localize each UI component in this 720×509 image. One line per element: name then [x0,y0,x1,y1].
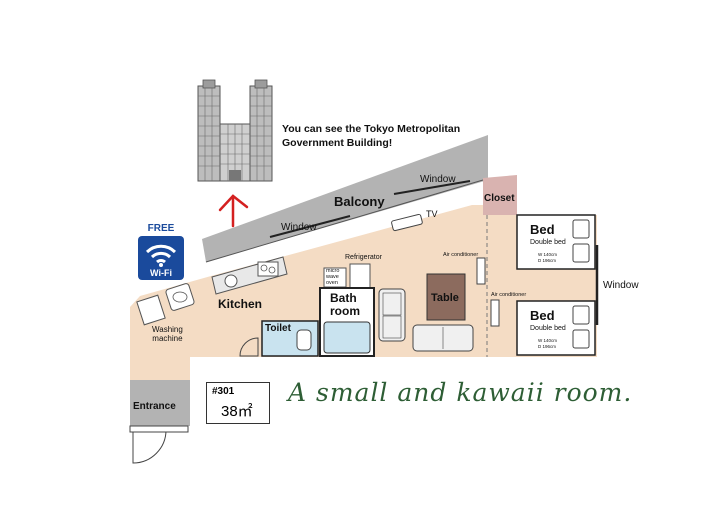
washing-machine [136,294,166,326]
tokyo-building-icon [197,79,273,182]
kitchen-label: Kitchen [218,297,263,311]
tv-label: TV [426,209,438,219]
window-left-label: Window [281,222,317,233]
caption-line-1: You can see the Tokyo Metropolitan [282,123,461,135]
washing-machine-label: Washing machine [152,325,183,343]
toilet-label: Toilet [265,323,291,334]
table-label: Table [431,292,459,304]
bed-1-dim-2: D 196cm [538,258,557,263]
wifi-icon [145,244,177,267]
table [426,273,466,321]
bed-2-dim-1: W 140cm [538,338,558,343]
window-top-line [393,180,471,195]
entrance-floor [130,380,190,426]
toilet-icon [296,329,312,351]
bed-2-title: Bed [530,308,555,323]
bathtub [323,321,371,354]
bed-2 [516,300,596,356]
bed-1-title: Bed [530,222,555,237]
bathroom-label: Bath room [330,291,360,318]
wifi-free-text: FREE [147,223,175,234]
red-arrow-icon [218,194,249,228]
balcony [202,135,488,262]
unit-number: #301 [212,386,235,397]
balcony-label: Balcony [334,194,385,209]
unit-info-box: #301 38㎡ [206,382,270,424]
wifi-label: Wi-Fi [150,268,172,278]
bed-2-dim-2: D 196cm [538,344,557,349]
sofa-vertical [378,288,406,342]
kitchen-counter [211,256,288,295]
window-top-label: Window [420,174,456,185]
refrigerator [349,263,371,289]
refrigerator-label: Refrigerator [345,254,382,261]
air-conditioner-2-label: Air conditioner [491,292,527,298]
sofa-horizontal [412,324,474,352]
slogan: A small and kawaii room. [288,378,633,407]
window-left-line [269,215,351,238]
unit-area: 38㎡ [221,403,253,420]
closet [483,175,517,215]
tv-icon [391,213,423,232]
caption-line-2: Government Building! [282,137,393,149]
bed-1 [516,214,596,270]
closet-label: Closet [484,193,515,204]
window-right-label: Window [603,280,639,291]
bed-2-subtitle: Double bed [530,325,566,332]
air-conditioner-1 [476,257,486,285]
washbasin [165,283,195,311]
wifi-badge: FREE Wi-Fi [136,223,186,281]
air-conditioner-1-label: Air conditioner [443,252,479,258]
entrance-label: Entrance [133,401,176,412]
microwave-label: micro wave oven [326,268,340,286]
bed-1-dim-1: W 140cm [538,252,558,257]
bed-1-subtitle: Double bed [530,239,566,246]
air-conditioner-2 [490,299,500,327]
